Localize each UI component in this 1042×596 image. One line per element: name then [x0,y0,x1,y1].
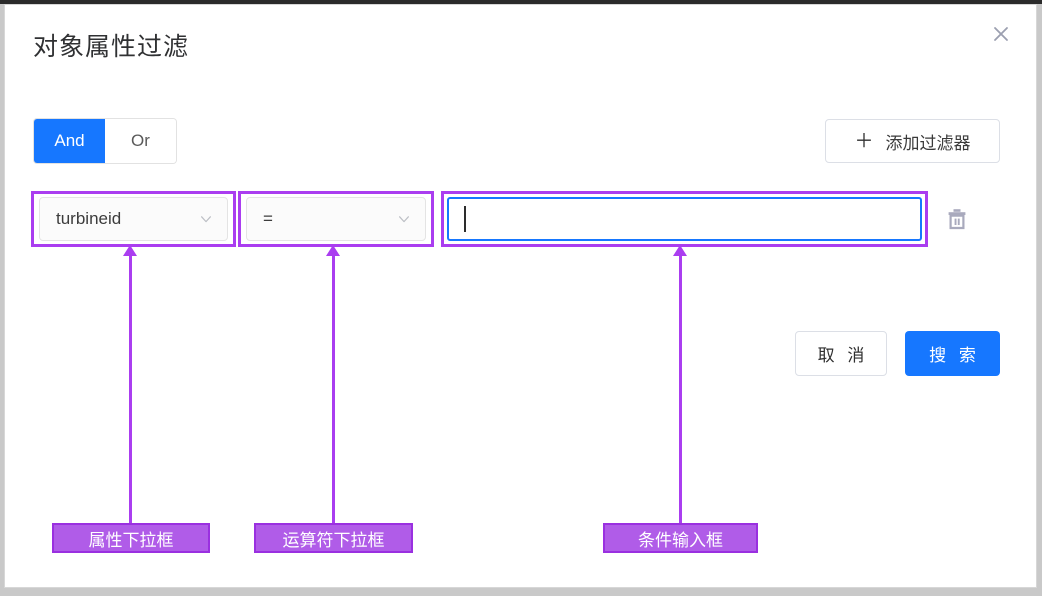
callout-line-condition [679,251,682,523]
condition-input[interactable] [447,197,922,241]
object-attribute-filter-dialog: 对象属性过滤 And Or ＋ 添加过滤器 turbineid [4,4,1037,588]
operator-select[interactable]: = [246,197,426,241]
attribute-select-value: turbineid [56,209,122,228]
add-filter-button[interactable]: ＋ 添加过滤器 [825,119,1000,163]
callout-arrow-operator [326,245,340,256]
plus-icon: ＋ [854,130,874,152]
text-cursor [464,206,466,232]
dialog-title: 对象属性过滤 [33,33,190,61]
callout-label-operator: 运算符下拉框 [254,523,413,553]
close-icon[interactable] [986,19,1016,49]
callout-line-attribute [129,251,132,523]
callout-label-condition: 条件输入框 [603,523,758,553]
search-button[interactable]: 搜 索 [905,331,1000,376]
callout-arrow-attribute [123,245,137,256]
attribute-select[interactable]: turbineid [39,197,228,241]
logic-toggle-and[interactable]: And [34,119,105,163]
callout-arrow-condition [673,245,687,256]
top-edge-strip [0,0,1042,4]
callout-label-attribute: 属性下拉框 [52,523,210,553]
cancel-button[interactable]: 取 消 [795,331,887,376]
trash-icon[interactable] [941,203,973,235]
operator-select-value: = [263,209,273,228]
logic-toggle-or[interactable]: Or [105,119,176,163]
callout-line-operator [332,251,335,523]
chevron-down-icon [201,216,211,223]
logic-toggle-group[interactable]: And Or [34,119,176,163]
chevron-down-icon [399,216,409,223]
add-filter-label: 添加过滤器 [885,133,971,153]
